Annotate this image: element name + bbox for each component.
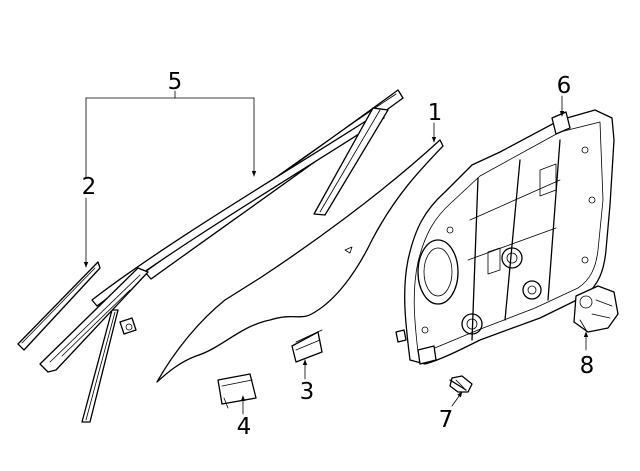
- glass-clip: [291, 329, 323, 363]
- callout-4: 4: [237, 414, 252, 440]
- callout-leaders: [83, 90, 589, 415]
- bolt: [449, 375, 473, 393]
- channel-bracket: [217, 373, 257, 409]
- callout-6: 6: [557, 73, 572, 99]
- glass-run-channel: [39, 89, 404, 423]
- callout-2: 2: [82, 174, 97, 200]
- quarter-glass: [17, 261, 101, 351]
- leader-7: [451, 391, 463, 407]
- window-regulator-panel: [395, 109, 615, 365]
- callout-8: 8: [580, 353, 595, 379]
- door-glass: [156, 139, 444, 383]
- window-motor: [573, 285, 619, 333]
- callout-1: 1: [428, 100, 443, 126]
- callout-labels: 5 2 1 6 3 4 7 8: [82, 69, 595, 440]
- callout-3: 3: [300, 379, 315, 405]
- callout-7: 7: [439, 407, 454, 433]
- callout-5: 5: [168, 69, 183, 95]
